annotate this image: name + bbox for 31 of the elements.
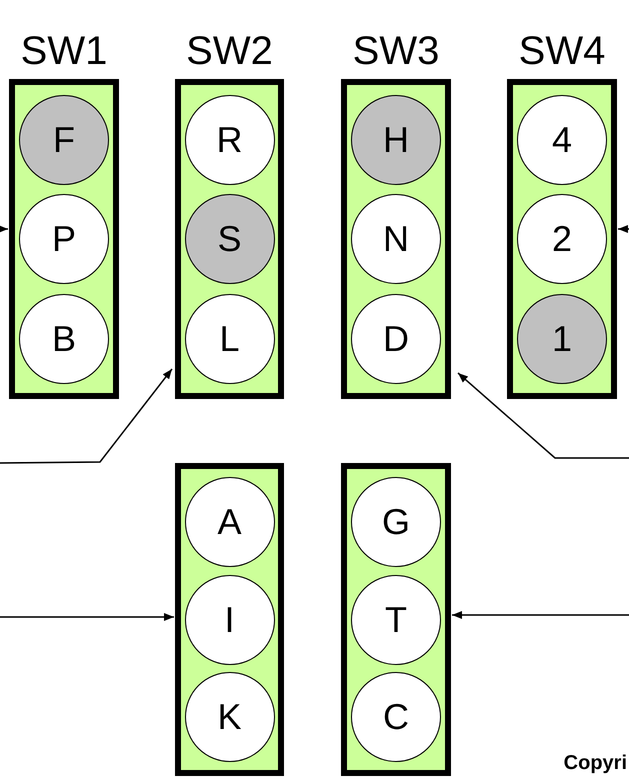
switch-panel <box>175 463 284 776</box>
arrow <box>0 225 8 233</box>
position-letter: F <box>53 118 75 162</box>
position-letter: B <box>52 316 76 360</box>
position-letter: I <box>224 598 234 642</box>
position-letter: P <box>52 217 76 261</box>
position-letter: N <box>383 217 409 261</box>
position-letter: C <box>383 695 409 740</box>
position-letter: 2 <box>552 217 572 261</box>
position-letter: 4 <box>552 118 572 162</box>
switch-panel <box>341 463 451 776</box>
note-text: Copyri <box>564 751 627 776</box>
arrow <box>0 613 174 621</box>
position-letter: L <box>219 316 240 360</box>
arrow <box>0 368 173 464</box>
arrow <box>452 611 629 619</box>
arrow <box>618 225 629 233</box>
switch-label: SW2 <box>186 31 273 71</box>
position-letter: H <box>383 118 409 162</box>
position-letter: 1 <box>552 316 572 360</box>
position-letter: G <box>382 500 410 544</box>
switch-label: SW4 <box>518 31 606 71</box>
position-letter: A <box>217 500 242 544</box>
switch-label: SW3 <box>352 31 440 71</box>
position-letter: K <box>217 695 242 740</box>
position-letter: R <box>216 118 242 162</box>
position-letter: S <box>217 217 242 261</box>
position-letter: D <box>383 316 409 360</box>
arrow <box>458 372 629 459</box>
switch-label: SW1 <box>20 31 108 71</box>
position-letter: T <box>385 598 407 642</box>
